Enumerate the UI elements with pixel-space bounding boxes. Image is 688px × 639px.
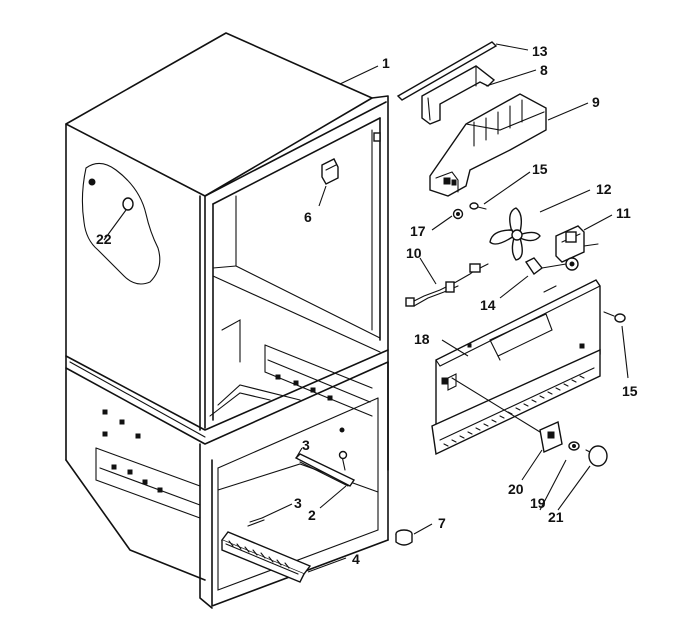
part-13-strip [396,41,498,101]
callout-13: 13 [532,43,548,59]
part-18-evaporator-cover [431,279,601,456]
part-19-spacer [568,441,580,451]
control-assembly-line [451,377,541,433]
part-9-air-duct [429,93,547,197]
cabinet-outline [65,32,389,609]
callout-20: 20 [508,481,524,497]
part-20-control-housing [539,420,563,454]
part-10-wire-harness [405,263,489,307]
callout-15-upper: 15 [532,161,548,177]
cabinet-corner-mount [373,132,381,142]
callout-18: 18 [414,331,430,347]
callout-10: 10 [406,245,422,261]
callout-3-upper: 3 [302,437,310,453]
callout-4: 4 [352,551,360,567]
part-22-recess-panel [81,162,161,285]
callout-3-lower: 3 [294,495,302,511]
part-3-screw-upper [338,450,348,471]
callout-7: 7 [438,515,446,531]
callout-2: 2 [308,507,316,523]
callout-1: 1 [382,55,390,71]
callout-9: 9 [592,94,600,110]
part-15-screw-lower [603,311,626,323]
callout-12: 12 [596,181,612,197]
callout-15-lower: 15 [622,383,638,399]
part-17-grommet [452,208,464,220]
part-21-control-knob [585,445,608,467]
callout-6: 6 [304,209,312,225]
callout-14: 14 [480,297,496,313]
part-14-fan-motor [524,257,579,276]
part-22-plug [88,178,134,211]
leader-lines [103,43,629,573]
part-7-leveling-foot [395,529,413,546]
callout-19: 19 [530,495,546,511]
callout-11: 11 [616,205,631,221]
callout-17: 17 [410,223,426,239]
part-8-bracket [421,65,496,125]
callout-21: 21 [548,509,564,525]
part-11-fan-motor-bracket [555,225,599,263]
callout-8: 8 [540,62,548,78]
part-15-screw-upper [469,202,487,210]
part-3-screw-lower [247,517,265,527]
part-12-fan-blade [489,207,541,261]
cabinet-screw-holes [102,374,345,493]
part-6-bracket [321,158,339,185]
part-2-rail [294,453,356,487]
callout-22: 22 [96,231,112,247]
part-4-grille [220,531,312,583]
